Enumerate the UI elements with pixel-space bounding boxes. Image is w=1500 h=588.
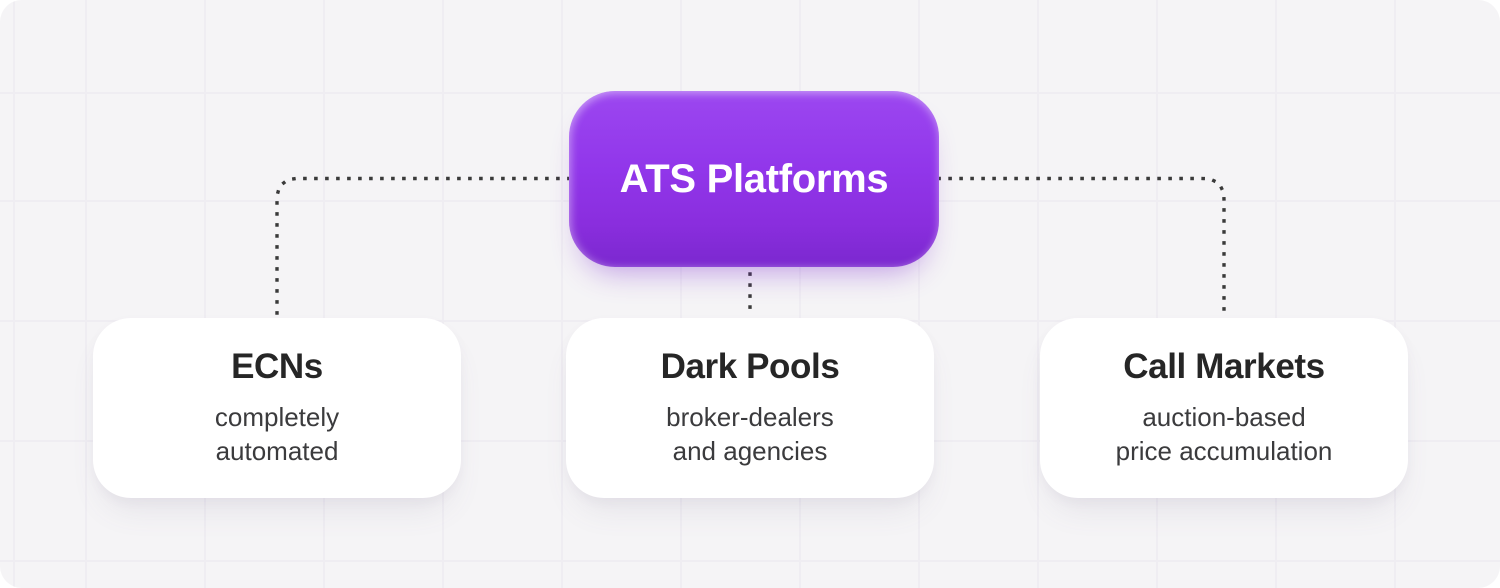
root-node-label: ATS Platforms	[619, 156, 889, 201]
connector-right-branch	[937, 176, 1226, 318]
node-title: Call Markets	[1123, 347, 1325, 387]
description-line-2: automated	[215, 435, 339, 466]
description-line-1: auction-based	[1142, 401, 1306, 432]
description-line-1: completely	[214, 401, 340, 432]
description-line-2: price accumulation	[1115, 435, 1333, 466]
node-title: ECNs	[231, 347, 323, 387]
connector-left-branch	[275, 176, 571, 318]
root-node-ats-platforms: ATS Platforms	[569, 91, 939, 267]
description-line-2: and agencies	[672, 435, 828, 466]
node-title: Dark Pools	[660, 347, 840, 387]
description-line-1: broker-dealers	[666, 401, 834, 432]
